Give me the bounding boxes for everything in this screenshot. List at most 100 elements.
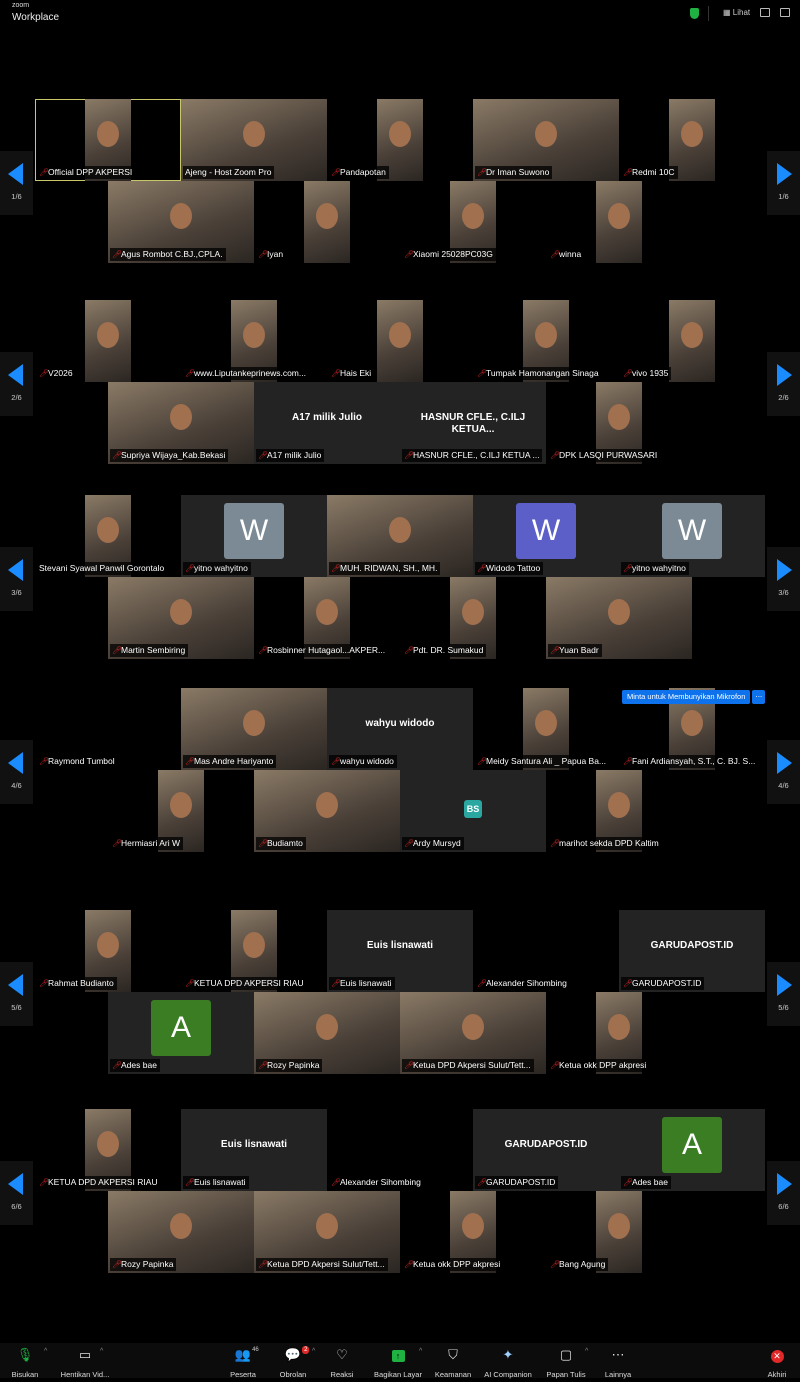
participant-tile[interactable]: 🎤︎marihot sekda DPD Kaltim	[546, 770, 692, 852]
mic-muted-icon: 🎤︎	[39, 369, 50, 378]
previous-page-button[interactable]: 1/6	[0, 151, 33, 215]
minimize-window-icon[interactable]	[760, 8, 770, 17]
ai-companion-button[interactable]: ✦AI Companion	[483, 1346, 533, 1379]
participant-tile[interactable]: A17 milik Julio🎤︎A17 milik Julio	[254, 382, 400, 464]
encryption-shield-icon[interactable]	[690, 8, 699, 19]
participant-tile[interactable]: W🎤︎Widodo Tattoo	[473, 495, 619, 577]
mic-muted-icon: 🎤︎	[331, 979, 342, 988]
video-options-caret[interactable]: ^	[100, 1348, 104, 1355]
previous-page-button[interactable]: 5/6	[0, 962, 33, 1026]
participant-tile[interactable]: 🎤︎Ketua DPD Akpersi Sulut/Tett...	[254, 1191, 400, 1273]
participant-tile[interactable]: 🎤︎Xiaomi 25028PC03G	[400, 181, 546, 263]
more-button[interactable]: ⋯Lainnya	[593, 1346, 643, 1379]
whiteboard-label: Papan Tulis	[546, 1370, 586, 1379]
mute-options-caret[interactable]: ^	[44, 1348, 48, 1355]
participant-name: yitno wahyitno	[632, 563, 686, 573]
mic-muted-icon: 🎤︎	[550, 839, 561, 848]
next-page-button[interactable]: 3/6	[767, 547, 800, 611]
ask-to-unmute-tooltip[interactable]: Minta untuk Membunyikan Mikrofon	[622, 690, 751, 704]
participant-name-label: 🎤︎Budiamto	[256, 837, 306, 850]
participant-tile[interactable]: A🎤︎Ades bae	[619, 1109, 765, 1191]
participant-tile[interactable]: 🎤︎Rozy Papinka	[254, 992, 400, 1074]
participant-tile[interactable]: 🎤︎Mas Andre Hariyanto	[181, 688, 327, 770]
next-page-button[interactable]: 5/6	[767, 962, 800, 1026]
next-page-button[interactable]: 4/6	[767, 740, 800, 804]
participant-tile[interactable]: 🎤︎vivo 1935	[619, 300, 765, 382]
participant-tile[interactable]: wahyu widodo🎤︎wahyu widodo	[327, 688, 473, 770]
participants-icon: 👥	[234, 1347, 252, 1362]
participant-name-label: 🎤︎vivo 1935	[621, 367, 672, 380]
participant-tile[interactable]: 🎤︎Pandapotan	[327, 99, 473, 181]
mute-button[interactable]: 🎙Bisukan	[0, 1346, 50, 1379]
participant-tile[interactable]: 🎤︎Redmi 10C	[619, 99, 765, 181]
participant-tile[interactable]: 🎤︎Alexander Sihombing	[473, 910, 619, 992]
participant-tile[interactable]: 🎤︎Raymond Tumbol	[35, 688, 181, 770]
participant-tile[interactable]: 🎤︎Supriya Wijaya_Kab.Bekasi	[108, 382, 254, 464]
share-screen-button[interactable]: ↑Bagikan Layar	[373, 1346, 423, 1379]
participant-tile[interactable]: 🎤︎Martin Sembiring	[108, 577, 254, 659]
participant-tile[interactable]: 🎤︎KETUA DPD AKPERSI RIAU	[35, 1109, 181, 1191]
tooltip-more-button[interactable]: ...	[752, 690, 766, 704]
participant-tile[interactable]: Euis lisnawati🎤︎Euis lisnawati	[327, 910, 473, 992]
previous-page-button[interactable]: 3/6	[0, 547, 33, 611]
previous-page-button[interactable]: 2/6	[0, 352, 33, 416]
participant-tile[interactable]: Euis lisnawati🎤︎Euis lisnawati	[181, 1109, 327, 1191]
participant-name-label: Ajeng - Host Zoom Pro	[183, 166, 275, 179]
participant-tile[interactable]: 🎤︎Official DPP AKPERSI	[35, 99, 181, 181]
participant-tile[interactable]: 🎤︎Hermiasri Ari W	[108, 770, 254, 852]
participant-tile[interactable]: 🎤︎KETUA DPD AKPERSI RIAU	[181, 910, 327, 992]
participant-tile[interactable]: 🎤︎Dr Iman Suwono	[473, 99, 619, 181]
participant-tile[interactable]: Ajeng - Host Zoom Pro	[181, 99, 327, 181]
participant-tile[interactable]: 🎤︎Agus Rombot C.BJ.,CPLA.	[108, 181, 254, 263]
participant-tile[interactable]: 🎤︎Ketua DPD Akpersi Sulut/Tett...	[400, 992, 546, 1074]
participant-tile[interactable]: 🎤︎Hais Eki	[327, 300, 473, 382]
participant-tile[interactable]: Stevani Syawal Panwil Gorontalo	[35, 495, 181, 577]
participant-tile[interactable]: 🎤︎Ketua okk DPP akpresi	[400, 1191, 546, 1273]
participant-tile[interactable]: 🎤︎Pdt. DR. Sumakud	[400, 577, 546, 659]
security-button[interactable]: ⛉Keamanan	[428, 1346, 478, 1379]
participant-tile[interactable]: 🎤︎www.Liputankeprinews.com...	[181, 300, 327, 382]
stop-video-button[interactable]: ▭Hentikan Vid...	[60, 1346, 110, 1379]
participant-tile[interactable]: 🎤︎MUH. RIDWAN, SH., MH.	[327, 495, 473, 577]
participant-tile[interactable]: GARUDAPOST.ID🎤︎GARUDAPOST.ID	[473, 1109, 619, 1191]
participant-tile[interactable]: BS🎤︎Ardy Mursyd	[400, 770, 546, 852]
participant-tile[interactable]: W🎤︎yitno wahyitno	[181, 495, 327, 577]
participant-face	[681, 322, 703, 348]
next-page-button[interactable]: 2/6	[767, 352, 800, 416]
participant-tile[interactable]: 🎤︎Rozy Papinka	[108, 1191, 254, 1273]
participant-name-label: 🎤︎Hermiasri Ari W	[110, 837, 184, 850]
next-page-button[interactable]: 1/6	[767, 151, 800, 215]
participant-tile[interactable]: 🎤︎Rahmat Budianto	[35, 910, 181, 992]
participant-tile[interactable]: 🎤︎Yuan Badr	[546, 577, 692, 659]
share-options-caret[interactable]: ^	[419, 1348, 423, 1355]
participant-tile[interactable]: 🎤︎Iyan	[254, 181, 400, 263]
participant-tile[interactable]: 🎤︎Meidy Santura Ali _ Papua Ba...	[473, 688, 619, 770]
fullscreen-icon[interactable]	[780, 8, 790, 17]
participant-tile[interactable]: 🎤︎Ketua okk DPP akpresi	[546, 992, 692, 1074]
end-meeting-button[interactable]: ✕Akhiri	[752, 1346, 800, 1379]
previous-page-button[interactable]: 4/6	[0, 740, 33, 804]
participant-tile[interactable]: 🎤︎V2026	[35, 300, 181, 382]
participant-tile[interactable]: 🎤︎Tumpak Hamonangan Sinaga	[473, 300, 619, 382]
reactions-button[interactable]: ♡Reaksi	[317, 1346, 367, 1379]
participant-tile[interactable]: W🎤︎yitno wahyitno	[619, 495, 765, 577]
participant-name-label: 🎤︎Rosbinner Hutagaol...AKPER...	[256, 644, 389, 657]
share-label: Bagikan Layar	[374, 1370, 422, 1379]
participant-tile[interactable]: A🎤︎Ades bae	[108, 992, 254, 1074]
whiteboard-options-caret[interactable]: ^	[585, 1348, 589, 1355]
whiteboard-button[interactable]: ▢Papan Tulis	[541, 1346, 591, 1379]
participant-tile[interactable]: 🎤︎DPK LASQI PURWASARI	[546, 382, 692, 464]
chat-options-caret[interactable]: ^	[312, 1348, 316, 1355]
participant-tile[interactable]: 🎤︎winna	[546, 181, 692, 263]
participant-tile[interactable]: 🎤︎Budiamto	[254, 770, 400, 852]
participant-tile[interactable]: 🎤︎Bang Agung	[546, 1191, 692, 1273]
participant-tile[interactable]: 🎤︎Rosbinner Hutagaol...AKPER...	[254, 577, 400, 659]
participant-tile[interactable]: HASNUR CFLE., C.ILJ KETUA...🎤︎HASNUR CFL…	[400, 382, 546, 464]
participant-tile[interactable]: GARUDAPOST.ID🎤︎GARUDAPOST.ID	[619, 910, 765, 992]
previous-page-button[interactable]: 6/6	[0, 1161, 33, 1225]
view-button[interactable]: ▦ Lihat	[723, 8, 750, 17]
next-page-button[interactable]: 6/6	[767, 1161, 800, 1225]
participant-tile[interactable]: 🎤︎Alexander Sihombing	[327, 1109, 473, 1191]
